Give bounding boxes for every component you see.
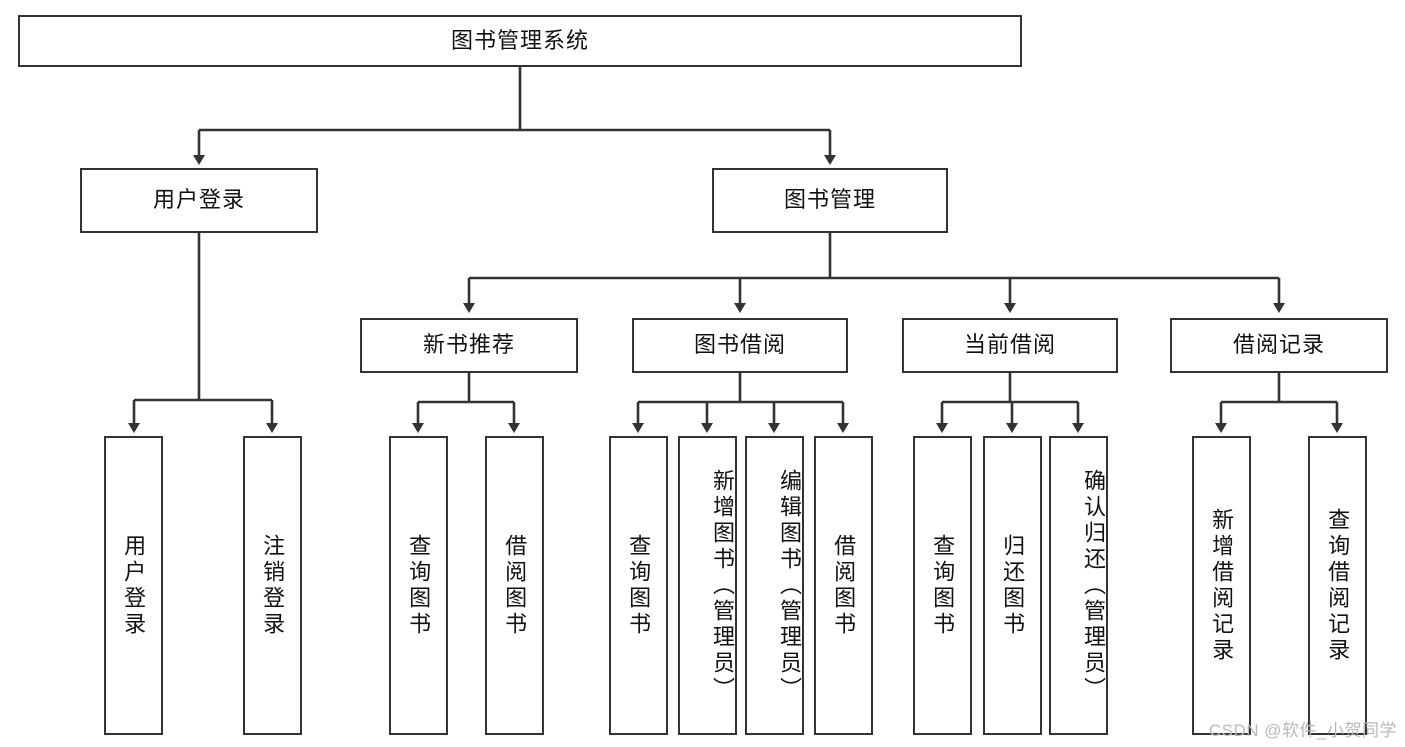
- leaf-logout-login[interactable]: 注销登录: [243, 436, 302, 735]
- node-label: 查询借阅记录: [1325, 507, 1351, 664]
- leaf-return-book[interactable]: 归还图书: [983, 436, 1042, 735]
- node-user-login[interactable]: 用户登录: [80, 168, 318, 233]
- leaf-query-book-current[interactable]: 查询图书: [913, 436, 972, 735]
- node-label: 图书管理系统: [450, 27, 589, 53]
- leaf-add-book-admin[interactable]: 新增图书（管理员）: [678, 436, 737, 735]
- node-borrow-record[interactable]: 借阅记录: [1170, 318, 1388, 373]
- node-label: 借阅图书: [502, 533, 528, 638]
- node-label: 用户登录: [152, 187, 245, 213]
- node-label: 编辑图书（管理员）: [777, 468, 802, 703]
- node-label: 用户登录: [121, 533, 147, 638]
- node-label: 确认归还（管理员）: [1081, 468, 1106, 703]
- csdn-watermark: CSDN @软件_小贺同学: [1208, 721, 1397, 740]
- node-root-system[interactable]: 图书管理系统: [18, 15, 1022, 67]
- node-label: 查询图书: [406, 533, 432, 638]
- node-label: 查询图书: [626, 533, 652, 638]
- node-label: 新增图书（管理员）: [710, 468, 735, 703]
- node-new-book-recommend[interactable]: 新书推荐: [360, 318, 578, 373]
- leaf-edit-book-admin[interactable]: 编辑图书（管理员）: [745, 436, 804, 735]
- node-label: 新书推荐: [422, 332, 515, 358]
- node-label: 注销登录: [260, 533, 286, 638]
- leaf-query-book-borrow[interactable]: 查询图书: [609, 436, 668, 735]
- leaf-borrow-book[interactable]: 借阅图书: [814, 436, 873, 735]
- node-label: 图书管理: [783, 187, 876, 213]
- leaf-confirm-return-admin[interactable]: 确认归还（管理员）: [1049, 436, 1108, 735]
- node-label: 新增借阅记录: [1209, 507, 1235, 664]
- leaf-query-borrow-record[interactable]: 查询借阅记录: [1308, 436, 1367, 735]
- node-label: 借阅图书: [831, 533, 857, 638]
- node-book-borrow[interactable]: 图书借阅: [632, 318, 848, 373]
- node-label: 查询图书: [930, 533, 956, 638]
- node-current-borrow[interactable]: 当前借阅: [902, 318, 1118, 373]
- node-label: 当前借阅: [963, 332, 1056, 358]
- node-label: 图书借阅: [693, 332, 786, 358]
- leaf-add-borrow-record[interactable]: 新增借阅记录: [1192, 436, 1251, 735]
- node-book-management[interactable]: 图书管理: [712, 168, 948, 233]
- leaf-query-book-recommend[interactable]: 查询图书: [389, 436, 448, 735]
- leaf-user-login[interactable]: 用户登录: [104, 436, 163, 735]
- node-label: 归还图书: [1000, 533, 1026, 638]
- leaf-borrow-book-recommend[interactable]: 借阅图书: [485, 436, 544, 735]
- node-label: 借阅记录: [1232, 332, 1325, 358]
